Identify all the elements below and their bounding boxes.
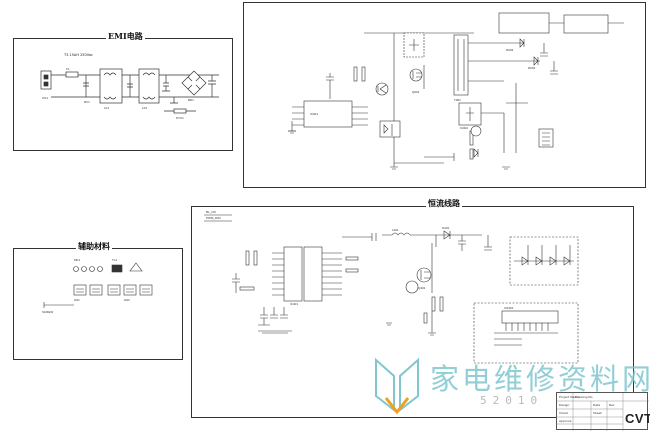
cn401-label: CN401 xyxy=(504,306,514,310)
t001-label: T001 xyxy=(454,98,461,102)
emi-title: EMI电路 xyxy=(106,31,145,42)
fuse-label: T3.15AH 250Vac xyxy=(64,53,93,57)
tb-design: Design xyxy=(559,403,570,407)
power-schematic: IC001 Q001 T001 D003 IC002 D004 xyxy=(288,12,624,170)
aux-hs2: HS2 xyxy=(124,298,130,302)
emi-schematic: CN1 F1 RV1 LF1 LF2 BD1 NTC1 xyxy=(40,67,219,120)
aux-screw: SCREW xyxy=(42,310,53,314)
svg-text:BD1: BD1 xyxy=(188,98,194,102)
aux-tl1: TL1 xyxy=(112,258,118,262)
ic002-label: IC002 xyxy=(460,126,468,130)
power-panel: IC001 Q001 T001 D003 IC002 D004 xyxy=(243,2,646,188)
aux-mk1: MK1 xyxy=(74,258,81,262)
tb-check: Check xyxy=(559,411,569,415)
watermark-logo-icon xyxy=(375,357,419,415)
aux-parts: MK1 TL1 HS1 HS2 SCREW xyxy=(42,258,153,314)
tb-drawing-no: Drawing No. xyxy=(575,395,594,399)
svg-text:NTC1: NTC1 xyxy=(176,116,184,120)
d401-label: D401 xyxy=(442,226,450,230)
d004-label: D004 xyxy=(528,66,536,70)
watermark-text: 家电维修资料网 xyxy=(430,362,650,396)
emi-panel: EMI电路 T3.15AH 250Vac xyxy=(13,31,233,151)
pwm-dim-label: PWM_DIM xyxy=(206,216,221,220)
ic001-label: IC001 xyxy=(310,112,318,116)
cvte-logo: CVTE xyxy=(625,411,650,426)
l401-label: L401 xyxy=(392,228,399,232)
svg-text:RV1: RV1 xyxy=(84,100,90,104)
tb-rev: Rev xyxy=(609,403,615,407)
svg-text:CN1: CN1 xyxy=(42,96,48,100)
aux-title: 辅助材料 xyxy=(76,241,112,252)
aux-hs1: HS1 xyxy=(74,298,80,302)
watermark-url: 52010 xyxy=(480,394,544,407)
tb-project-name: Project Name xyxy=(559,395,580,399)
d003-label: D003 xyxy=(506,48,514,52)
led-driver-schematic: BL_ON PWM_DIM IC401 Q401 L401 D401 CN401 xyxy=(204,210,579,364)
svg-text:LF2: LF2 xyxy=(142,106,148,110)
title-block-grid xyxy=(557,393,649,431)
q401-label: Q401 xyxy=(418,286,426,290)
aux-panel: 辅助材料 MK1 TL1 HS1 HS2 SCREW xyxy=(13,241,183,360)
svg-text:LF1: LF1 xyxy=(104,106,110,110)
ic401-label: IC401 xyxy=(290,302,298,306)
tb-date: Date xyxy=(593,403,601,407)
led-driver-title: 恒流线路 xyxy=(426,198,462,209)
tb-approve: Approve xyxy=(559,419,572,423)
svg-text:F1: F1 xyxy=(66,67,70,71)
title-block: Project Name Drawing No. Design Check Ap… xyxy=(556,392,650,431)
tb-sheet: Sheet xyxy=(593,411,602,415)
bl-on-label: BL_ON xyxy=(206,210,216,214)
q001-label: Q001 xyxy=(412,90,420,94)
led-driver-panel: 恒流线路 xyxy=(191,198,634,418)
